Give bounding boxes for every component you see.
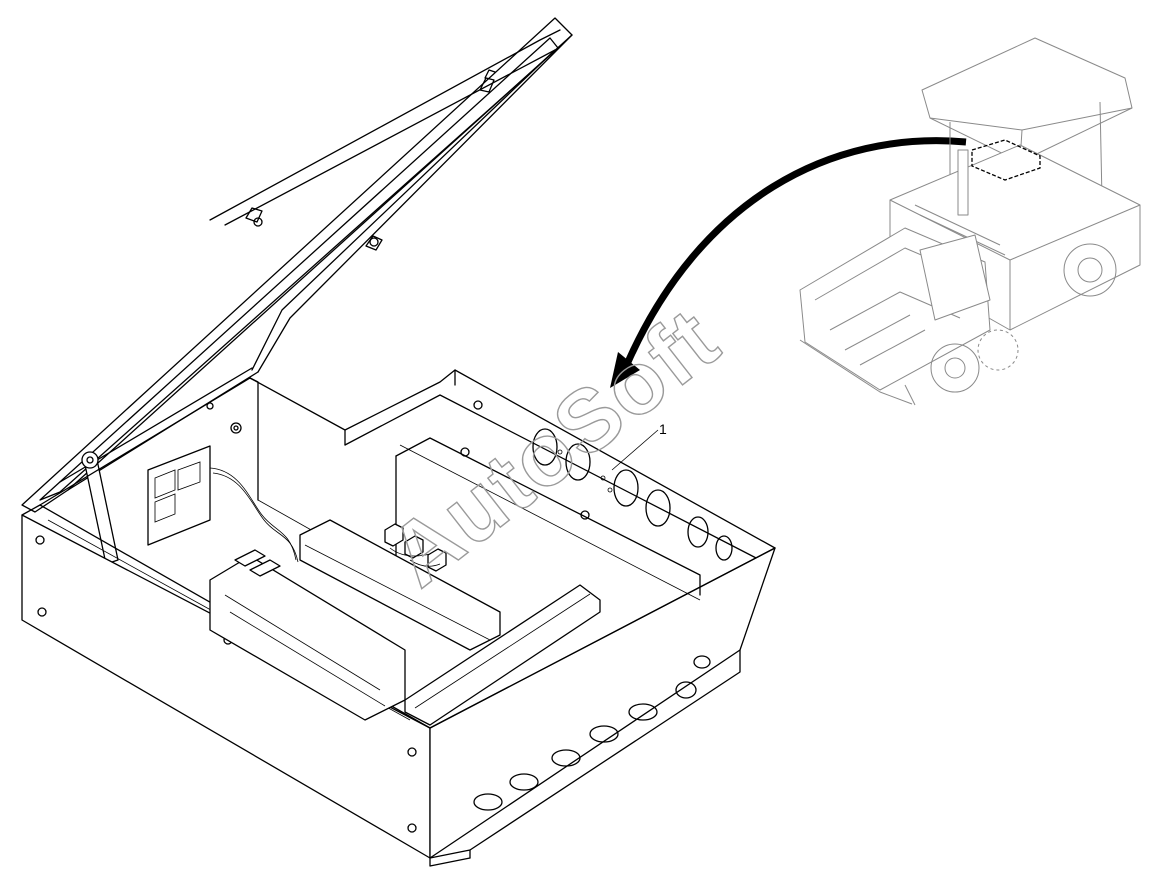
svg-text:AutoSoft: AutoSoft — [371, 288, 737, 605]
connectors — [234, 523, 447, 577]
lid-support-strut — [81, 451, 119, 565]
terminal-strip-centre — [299, 519, 501, 651]
relay-module — [147, 445, 211, 546]
box-lid — [21, 17, 573, 513]
box-body — [21, 369, 776, 867]
arrow-head — [610, 352, 640, 388]
paver-illustration — [799, 37, 1141, 406]
terminal-strip-front — [404, 584, 601, 726]
callout-1: 1 — [611, 421, 667, 471]
watermark: AutoSoft — [370, 288, 738, 606]
callout-1-label: 1 — [659, 421, 667, 437]
box-location-marker — [971, 139, 1041, 181]
cable — [209, 467, 299, 563]
location-arrow — [610, 137, 967, 388]
lid-latch-top — [479, 69, 496, 93]
lid-latch-middle — [245, 207, 263, 227]
cable-glands-back — [532, 428, 733, 561]
lid-latch-lower — [365, 235, 383, 251]
cable-glands-bottom — [473, 655, 711, 811]
